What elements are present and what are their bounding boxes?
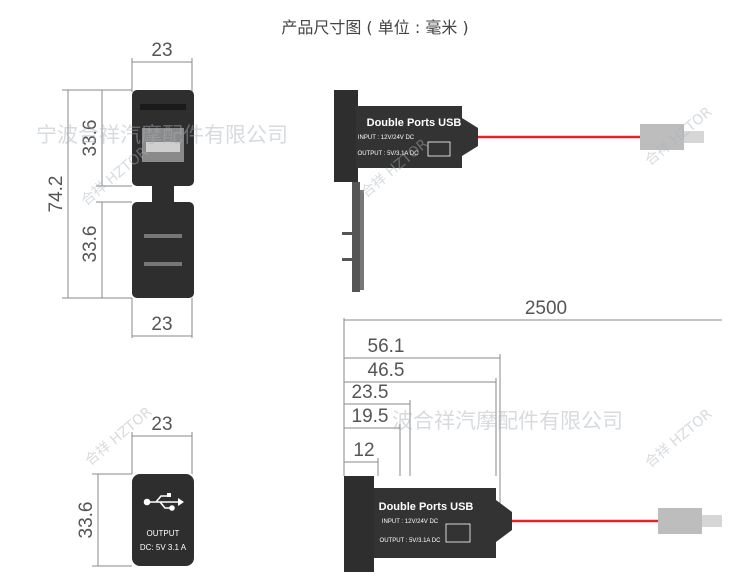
front-height-lower-label: 33.6	[80, 226, 101, 263]
cable-output-label: OUTPUT : 5V/3.1A DC	[380, 538, 442, 544]
side-input-label: INPUT : 12V/24V DC	[358, 135, 415, 141]
cable-input-label: INPUT : 12V/24V DC	[382, 519, 439, 525]
cable-length-label: 2500	[525, 298, 567, 319]
front-height-total-label: 74.2	[46, 176, 67, 213]
watermark-company-top: 宁波合祥汽摩配件有限公司	[36, 123, 288, 147]
cable-view: 2500 56.1 46.5 23.5 19.5 12 Double Ports…	[343, 298, 722, 572]
side-product-label: Double Ports USB	[367, 117, 462, 129]
side-flange	[334, 90, 358, 182]
dim-5-label: 12	[353, 440, 374, 461]
face-housing	[132, 474, 194, 566]
cable-product-label: Double Ports USB	[379, 501, 474, 513]
cable-label-box	[445, 523, 471, 543]
cable-strain-relief	[496, 500, 512, 542]
side-plug	[640, 124, 684, 150]
dim-4-label: 19.5	[352, 406, 389, 427]
side-strain-relief	[462, 118, 478, 156]
side-output-label: OUTPUT : 5V/3.1A DC	[358, 151, 420, 157]
front-lower-slot-2	[144, 262, 182, 266]
cable-plug-tip	[702, 515, 722, 527]
front-neck	[152, 184, 174, 204]
watermark-brand-5: 合祥 HZTOR	[642, 406, 715, 471]
watermark-brand-4: 合祥 HZTOR	[82, 404, 155, 469]
cable-plug	[658, 508, 702, 534]
usb-symbol-icon	[143, 493, 184, 511]
front-view: 23 74.2 33.6 33.6 23	[46, 40, 194, 338]
side-clip-leg	[352, 182, 360, 292]
side-clip-tab-2	[342, 258, 352, 261]
front-lower-housing	[132, 202, 194, 298]
dim-2-label: 46.5	[368, 360, 405, 381]
page-title: 产品尺寸图 ( 单位 : 毫米 )	[281, 18, 469, 37]
front-usb-port-tongue	[146, 142, 180, 152]
dim-3-label: 23.5	[352, 382, 389, 403]
dim-1-label: 56.1	[368, 336, 405, 357]
front-width-top-label: 23	[151, 40, 172, 61]
front-upper-slot-top	[140, 104, 186, 110]
front-width-bottom-label: 23	[151, 314, 172, 335]
face-width-label: 23	[151, 414, 172, 435]
side-plug-tip	[684, 131, 704, 143]
watermark-company-bottom: 波合祥汽摩配件有限公司	[392, 409, 623, 433]
cable-body	[374, 488, 496, 558]
side-body	[356, 106, 462, 168]
side-view: Double Ports USB INPUT : 12V/24V DC OUTP…	[334, 90, 704, 292]
front-height-upper-label: 33.6	[80, 120, 101, 157]
face-output-label: OUTPUT	[147, 529, 180, 538]
side-clip-edge	[360, 190, 364, 290]
side-clip-tab-1	[342, 232, 352, 235]
face-height-label: 33.6	[76, 502, 97, 539]
cable-flange	[344, 476, 374, 572]
face-view: 23 33.6 OUTPUT DC: 5V 3.1 A	[76, 414, 194, 567]
side-label-box	[427, 141, 451, 157]
front-lower-slot-1	[144, 234, 182, 238]
face-spec-label: DC: 5V 3.1 A	[140, 543, 187, 552]
